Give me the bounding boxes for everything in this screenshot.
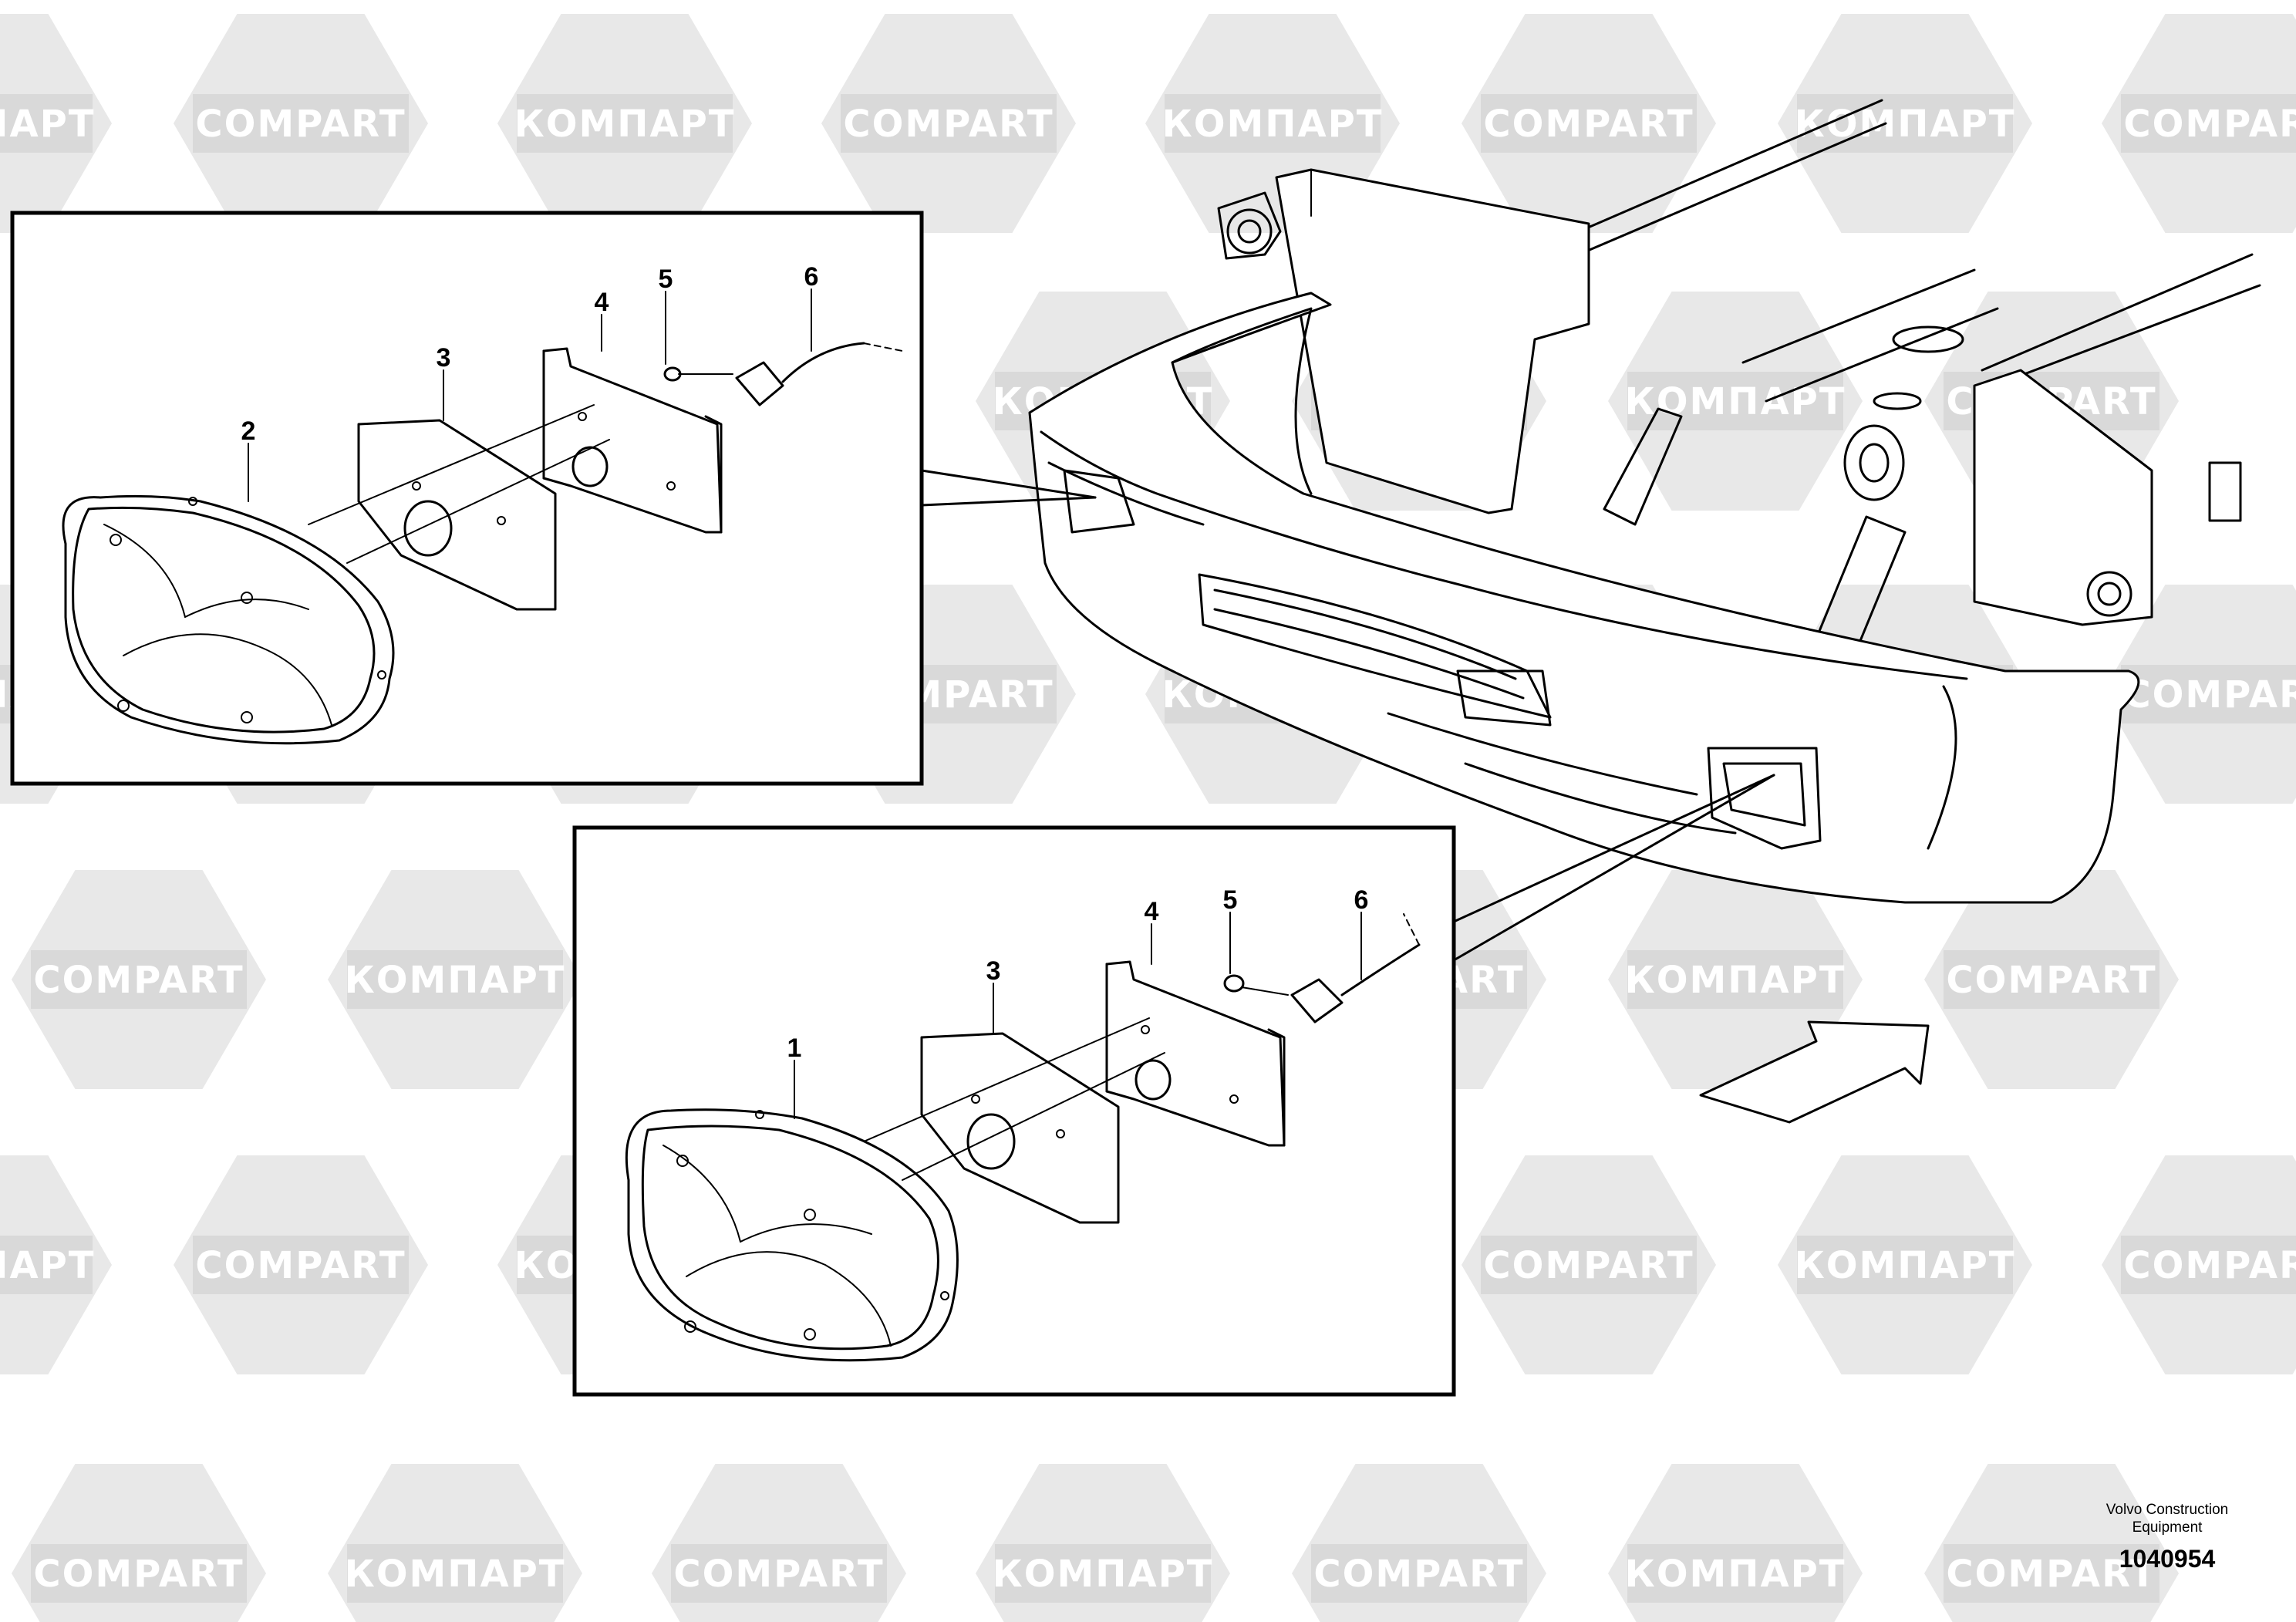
manufacturer-line-1: Volvo Construction xyxy=(2106,1502,2229,1518)
detail-leader-lines xyxy=(920,469,1775,962)
watermark-badge: COMPART xyxy=(2102,14,2296,233)
lower-lamp-assembly xyxy=(625,912,1421,1362)
watermark-badge: COMPART xyxy=(1924,1464,2179,1622)
watermark-text: COMPART xyxy=(2123,1244,2296,1287)
watermark-badge: КОМПАРТ xyxy=(0,1155,112,1374)
watermark-badge: COMPART xyxy=(2102,585,2296,804)
watermark-text: COMPART xyxy=(2123,103,2296,146)
watermark-badge: COMPART xyxy=(652,1464,906,1622)
watermark-badge: КОМПАРТ xyxy=(1608,1464,1863,1622)
watermark-badge: КОМПАРТ xyxy=(1778,1155,2032,1374)
watermark-text: COMPART xyxy=(1946,959,2156,1002)
watermark-badge: КОМПАРТ xyxy=(1778,14,2032,233)
callout-lower-6: 6 xyxy=(1354,885,1369,915)
watermark-text: КОМПАРТ xyxy=(0,103,96,146)
watermark-text: COMPART xyxy=(1483,1244,1694,1287)
watermark-badge: COMPART xyxy=(1462,14,1716,233)
watermark-text: COMPART xyxy=(673,1553,884,1596)
lower-callout-labels: 1 3 4 5 6 xyxy=(787,885,1369,1063)
watermark-badge: COMPART xyxy=(821,14,1076,233)
watermark-badge: КОМПАРТ xyxy=(328,1464,582,1622)
watermark-badge: КОМПАРТ xyxy=(1608,870,1863,1089)
watermark-text: COMPART xyxy=(195,103,406,146)
watermark-badge: КОМПАРТ xyxy=(328,870,582,1089)
watermark-badge: COMPART xyxy=(1292,1464,1546,1622)
watermark-text: КОМПАРТ xyxy=(514,103,735,146)
watermark-badge: COMPART xyxy=(174,14,428,233)
watermark-badge: КОМПАРТ xyxy=(1608,292,1863,511)
callout-upper-5: 5 xyxy=(659,265,673,294)
watermark-badge: КОМПАРТ xyxy=(976,1464,1230,1622)
watermark-badge: КОМПАРТ xyxy=(0,14,112,233)
watermark-text: COMPART xyxy=(1946,1553,2156,1596)
watermark-text: КОМПАРТ xyxy=(1794,103,2015,146)
callout-lower-1: 1 xyxy=(787,1034,802,1063)
callout-upper-4: 4 xyxy=(595,288,609,317)
watermark-badge: КОМПАРТ xyxy=(497,14,752,233)
watermark-text: COMPART xyxy=(195,1244,406,1287)
watermark-badge: COMPART xyxy=(174,1155,428,1374)
upper-lamp-assembly xyxy=(62,288,903,745)
watermark-text: КОМПАРТ xyxy=(344,959,565,1002)
watermark-text: КОМПАРТ xyxy=(344,1553,565,1596)
callout-upper-2: 2 xyxy=(241,416,256,446)
watermark-text: COMPART xyxy=(1483,103,1694,146)
watermark-text: COMPART xyxy=(2123,673,2296,717)
forward-direction-arrow xyxy=(1699,1020,1930,1124)
manufacturer-label: Volvo Construction Equipment xyxy=(2067,1501,2267,1536)
document-number: 1040954 xyxy=(2119,1545,2216,1573)
watermark-badge: COMPART xyxy=(1924,870,2179,1089)
callout-lower-4: 4 xyxy=(1145,897,1159,926)
watermark-text: КОМПАРТ xyxy=(1794,1244,2015,1287)
watermark-text: КОМПАРТ xyxy=(992,1553,1213,1596)
watermark-badge: COMPART xyxy=(12,870,266,1089)
watermark-text: COMPART xyxy=(33,1553,244,1596)
callout-lower-5: 5 xyxy=(1223,885,1238,915)
watermark-text: COMPART xyxy=(1313,1553,1524,1596)
machine-front-chassis xyxy=(1028,99,2261,904)
watermark-text: КОМПАРТ xyxy=(1624,380,1846,423)
callout-lower-3: 3 xyxy=(986,956,1001,986)
watermark-badge: COMPART xyxy=(1462,1155,1716,1374)
watermark-text: КОМПАРТ xyxy=(0,1244,96,1287)
watermark-text: COMPART xyxy=(33,959,244,1002)
callout-upper-3: 3 xyxy=(437,343,451,373)
watermark-badge: COMPART xyxy=(2102,1155,2296,1374)
watermark-text: КОМПАРТ xyxy=(1624,1553,1846,1596)
watermark-text: COMPART xyxy=(843,103,1054,146)
upper-callout-labels: 2 3 4 5 6 xyxy=(241,262,819,446)
watermark-text: КОМПАРТ xyxy=(1161,103,1383,146)
watermark-text: КОМПАРТ xyxy=(1624,959,1846,1002)
callout-upper-6: 6 xyxy=(804,262,819,292)
watermark-badge: COMPART xyxy=(12,1464,266,1622)
manufacturer-line-2: Equipment xyxy=(2132,1519,2203,1536)
